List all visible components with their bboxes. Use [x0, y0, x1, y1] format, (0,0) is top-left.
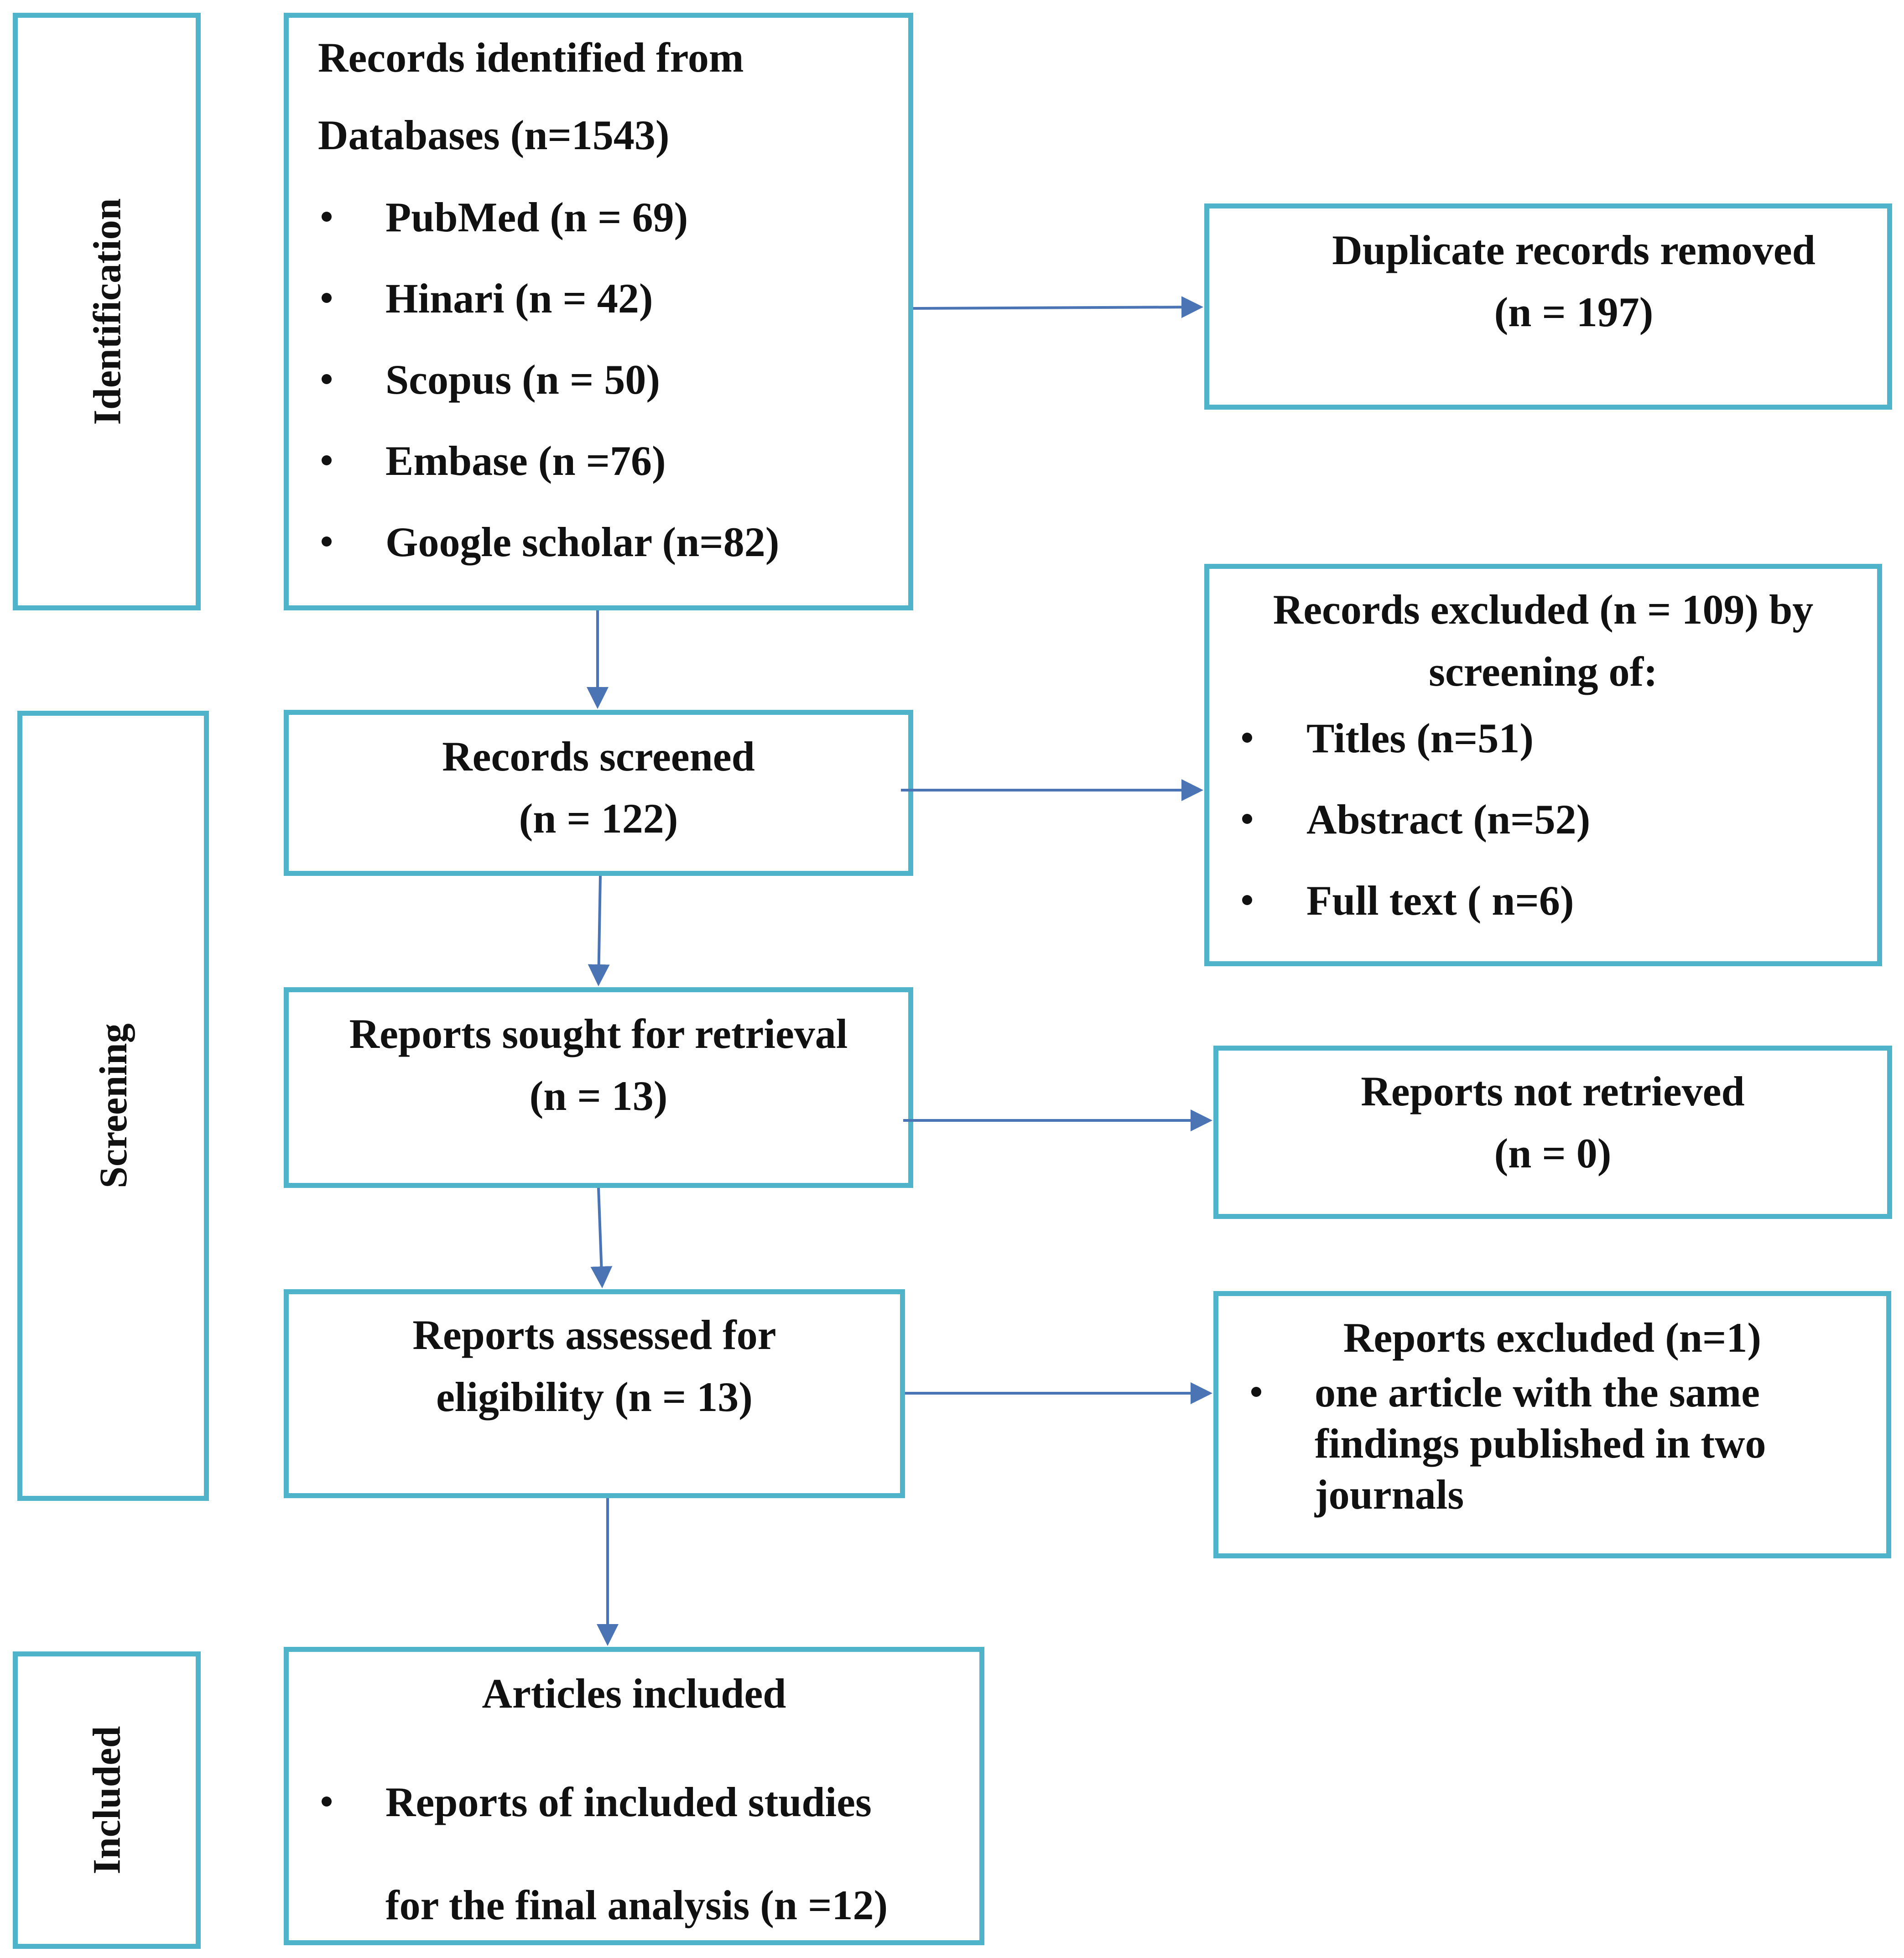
reports-assessed-line-1: Reports assessed for: [412, 1312, 776, 1358]
duplicates-removed-count: (n = 197): [1494, 289, 1654, 335]
bullet: [1242, 733, 1252, 743]
duplicates-removed-box: [1204, 203, 1892, 410]
reports-sought-box: [284, 987, 913, 1188]
arrow-screened-to-sought: [588, 875, 610, 986]
records-identified-box: [284, 13, 913, 610]
bullet: [1242, 814, 1252, 824]
reports-excluded-item-line: one article with the same: [1315, 1369, 1760, 1416]
records-identified-title-2: Databases (n=1543): [318, 112, 670, 158]
included-item-line-1: Reports of included studies: [385, 1779, 872, 1825]
records-screened-line-1: Records screened: [442, 733, 755, 780]
bullet: [1251, 1387, 1261, 1397]
reports-excluded-title: Reports excluded (n=1): [1343, 1314, 1762, 1361]
records-excluded-box: [1204, 564, 1882, 966]
reports-assessed-line-2: eligibility (n = 13): [436, 1374, 753, 1420]
bullet: [322, 455, 332, 465]
records-identified-title-1: Records identified from: [318, 34, 744, 81]
reports-excluded-box: [1213, 1291, 1891, 1558]
stage-identification: Identification: [13, 13, 201, 610]
reports-sought-count: (n = 13): [529, 1073, 668, 1119]
bullet: [322, 1797, 332, 1807]
reports-not-retrieved-line-1: Reports not retrieved: [1361, 1068, 1745, 1114]
reports-not-retrieved-count: (n = 0): [1494, 1130, 1612, 1177]
reports-not-retrieved-box: [1213, 1046, 1892, 1219]
arrow-sought-to-assessed: [590, 1187, 613, 1288]
arrow-identified-to-duplicates: [913, 296, 1203, 318]
source-item: PubMed (n = 69): [385, 194, 688, 240]
stage-included: Included: [13, 1651, 201, 1949]
source-item: Embase (n =76): [385, 437, 666, 484]
reports-excluded-item-line: journals: [1315, 1471, 1464, 1518]
records-screened-box: [284, 710, 913, 876]
reports-excluded-item-line: findings published in two: [1315, 1420, 1766, 1467]
source-item: Hinari (n = 42): [385, 275, 653, 322]
included-item-line-2: for the final analysis (n =12): [385, 1882, 888, 1928]
records-screened-count: (n = 122): [519, 795, 678, 842]
bullet: [322, 293, 332, 303]
source-item: Scopus (n = 50): [385, 356, 660, 403]
articles-included-box: [284, 1647, 984, 1945]
excluded-item: Abstract (n=52): [1306, 796, 1591, 843]
reports-assessed-box: [284, 1289, 905, 1498]
bullet: [322, 212, 332, 222]
excluded-item: Titles (n=51): [1306, 715, 1534, 761]
bullet: [1242, 895, 1252, 905]
source-item: Google scholar (n=82): [385, 519, 780, 565]
records-excluded-line-1: Records excluded (n = 109) by: [1273, 586, 1814, 633]
records-excluded-line-2: screening of:: [1429, 648, 1658, 695]
reports-sought-line-1: Reports sought for retrieval: [349, 1010, 848, 1057]
excluded-item: Full text ( n=6): [1306, 877, 1574, 924]
bullet: [322, 374, 332, 384]
stage-screening: Screening: [17, 711, 209, 1501]
bullet: [322, 536, 332, 547]
articles-included-title: Articles included: [482, 1670, 786, 1717]
duplicates-removed-line-1: Duplicate records removed: [1332, 227, 1816, 273]
